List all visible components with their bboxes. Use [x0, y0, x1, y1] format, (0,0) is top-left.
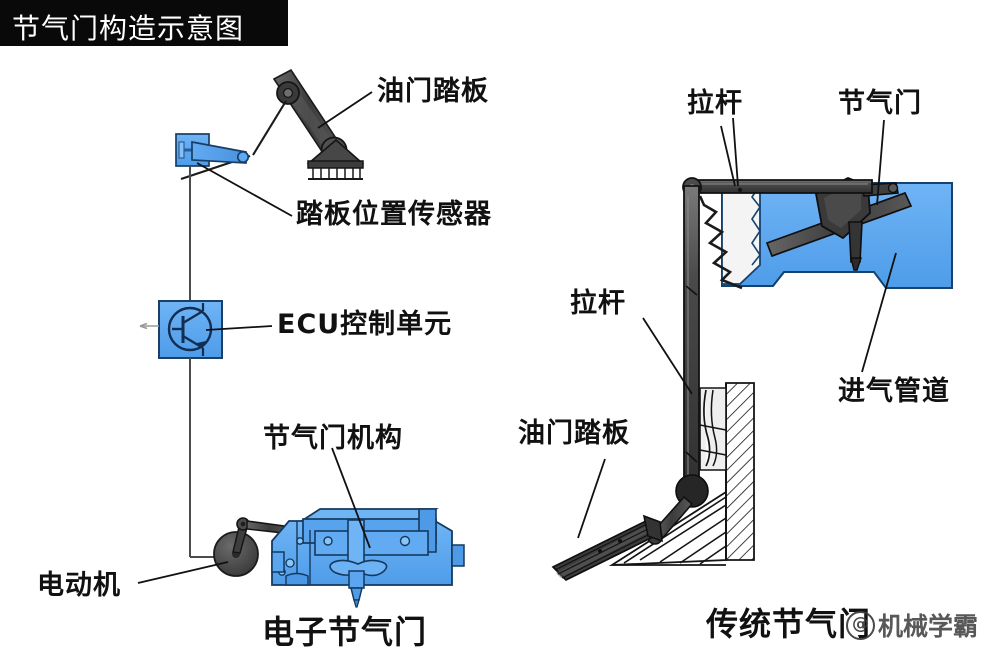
label-accelerator-pedal-right: 油门踏板: [518, 418, 630, 449]
label-accelerator-pedal-left: 油门踏板: [377, 76, 489, 107]
caption-electronic-throttle: 电子节气门: [262, 613, 428, 651]
label-pedal-position-sensor: 踏板位置传感器: [296, 199, 492, 230]
label-ecu-control-unit: ECU控制单元: [277, 309, 453, 340]
firewall-hatching: [608, 382, 755, 567]
ecu-leads: [139, 322, 159, 330]
label-throttle-valve: 节气门: [838, 88, 922, 119]
title-banner: 节气门构造示意图: [0, 0, 288, 46]
left-electronic-throttle-group: [137, 68, 465, 608]
pull-rod-vertical: [683, 185, 700, 491]
at-sign-icon: @: [846, 610, 875, 640]
watermark: @ 机械学霸: [846, 607, 978, 643]
right-leader-lines: [577, 117, 897, 539]
label-intake-pipe: 进气管道: [838, 376, 950, 407]
pedal-position-sensor: [175, 133, 250, 167]
label-pull-rod-upper: 拉杆: [687, 88, 743, 119]
electric-motor: [213, 517, 259, 577]
return-spring: [698, 195, 743, 290]
left-leader-lines: [137, 91, 373, 584]
electronic-throttle-body: [271, 508, 465, 608]
right-traditional-throttle-group: [551, 117, 953, 582]
caption-traditional-throttle: 传统节气门: [706, 605, 872, 643]
traditional-accelerator-pedal: [551, 514, 663, 582]
accelerator-pedal-assembly: [272, 68, 365, 180]
pull-rod-horizontal: [682, 177, 873, 197]
label-electric-motor: 电动机: [37, 570, 121, 601]
label-pull-rod-lower: 拉杆: [570, 288, 626, 319]
page-title: 节气门构造示意图: [12, 12, 245, 45]
signal-wire-ecu-motor: [189, 358, 227, 558]
watermark-text: 机械学霸: [878, 612, 979, 641]
label-throttle-mechanism: 节气门机构: [263, 423, 403, 454]
